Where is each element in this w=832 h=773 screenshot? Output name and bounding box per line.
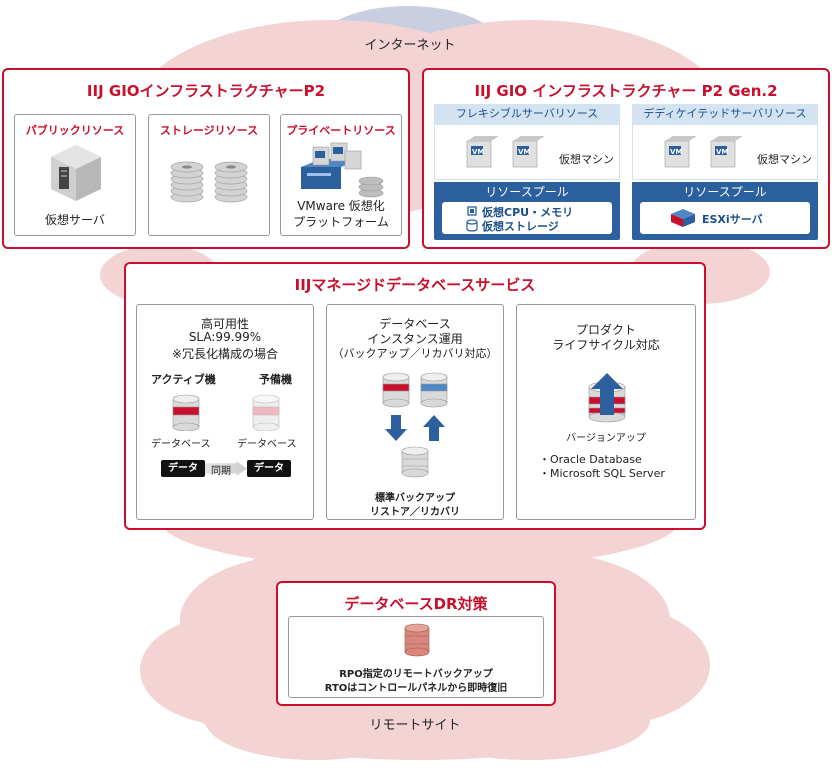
standby-db-icon (252, 394, 280, 431)
dr-line2: RTOはコントロールパネルから即時復旧 (324, 683, 508, 694)
dedicated-vm-area: VM VM 仮想マシン (632, 124, 818, 180)
dedicated-resource-title: デディケイテッドサーバリソース (632, 104, 818, 124)
gen2-panel: IIJ GIO インフラストラクチャー P2 Gen.2 フレキシブルサーバリソ… (422, 68, 830, 249)
active-label: アクティブ機 (151, 373, 216, 386)
vm-badge-2: VM (518, 148, 531, 156)
private-resource-card: プライベートリソース VMware 仮想化 プラットフォーム (280, 114, 402, 236)
lifecycle-line1: プロダクト (575, 323, 636, 337)
db-left-label: データベース (151, 439, 211, 450)
data-tag-right: データ (247, 460, 291, 477)
ops-line2: インスタンス運用 (367, 332, 463, 346)
dedicated-vm-label: 仮想マシン (757, 153, 812, 166)
pool-left-item1: 仮想CPU・メモリ (482, 206, 574, 219)
ha-line2: SLA:99.99% (188, 330, 262, 344)
server-icon (51, 145, 101, 201)
sync-arrow (205, 461, 247, 476)
pool-left-item2: 仮想ストレージ (482, 220, 559, 233)
flexible-resource-title: フレキシブルサーバリソース (434, 104, 620, 124)
private-caption-line1: VMware 仮想化 (297, 199, 385, 213)
storage-resource-card: ストレージリソース (148, 114, 270, 236)
private-resource-title: プライベートリソース (286, 124, 396, 137)
managed-db-panel: IIJマネージドデータベースサービス 高可用性 SLA:99.99% ※冗長化構… (124, 262, 706, 530)
dr-title: データベースDR対策 (344, 595, 488, 613)
lifecycle-line2: ライフサイクル対応 (552, 338, 660, 352)
ops-line3: （バックアップ／リカバリ対応） (332, 347, 498, 360)
db-right-label: データベース (237, 439, 297, 450)
p2-panel: IIJ GIOインフラストラクチャーP2 パブリックリソース 仮想サーバ ストレ… (2, 68, 410, 249)
ops-card: データベース インスタンス運用 （バックアップ／リカバリ対応） (326, 304, 504, 520)
ops-bottom1: 標準バックアップ (375, 493, 455, 504)
ha-line1: 高可用性 (200, 317, 249, 331)
ha-card: 高可用性 SLA:99.99% ※冗長化構成の場合 アクティブ機 予備機 データ… (136, 304, 314, 520)
flexible-vm-label: 仮想マシン (559, 153, 614, 166)
pool-right-item1: ESXiサーバ (702, 213, 763, 226)
resource-pool-right: リソースプール ESXiサーバ (632, 182, 818, 240)
resource-pool-right-title: リソースプール (683, 185, 767, 199)
standby-label: 予備機 (259, 373, 292, 386)
sync-label: 同期 (211, 466, 231, 477)
private-caption-line2: プラットフォーム (293, 215, 389, 229)
lifecycle-caption: バージョンアップ (566, 433, 646, 444)
vm-cubes-icon-2 (664, 136, 743, 168)
data-tag-left: データ (161, 460, 205, 477)
managed-db-title: IIJマネージドデータベースサービス (294, 276, 536, 294)
vm-badge-4: VM (716, 148, 729, 156)
ops-bottom2: リストア／リカバリ (370, 507, 460, 518)
remote-site-label: リモートサイト (369, 718, 461, 733)
flexible-vm-area: VM VM 仮想マシン (434, 124, 620, 180)
disk-stack-icon (170, 161, 248, 203)
active-db-icon (172, 394, 200, 431)
p2-title: IIJ GIOインフラストラクチャーP2 (86, 82, 326, 100)
public-resource-title: パブリックリソース (25, 124, 125, 137)
cpu-icon (467, 206, 477, 216)
vmware-platform-icon (301, 142, 384, 198)
dr-card: RPO指定のリモートバックアップ RTOはコントロールパネルから即時復旧 (288, 616, 544, 698)
vm-badge-3: VM (670, 148, 683, 156)
resource-pool-left: リソースプール 仮想CPU・メモリ 仮想ストレージ (434, 182, 620, 240)
vm-badge-1: VM (472, 148, 485, 156)
lifecycle-card: プロダクト ライフサイクル対応 バージョンアップ ・Oracle Databas… (516, 304, 696, 520)
esxi-server-icon (671, 209, 695, 227)
ha-line3: ※冗長化構成の場合 (171, 347, 279, 361)
dr-line1: RPO指定のリモートバックアップ (339, 669, 493, 680)
version-up-icon (588, 373, 626, 423)
storage-small-icon (466, 219, 478, 232)
lifecycle-item1: ・Oracle Database (539, 453, 642, 466)
backup-restore-icon (382, 372, 448, 478)
ops-line1: データベース (379, 317, 451, 331)
internet-label: インターネット (364, 38, 456, 53)
remote-db-icon (404, 623, 430, 657)
vm-cubes-icon (466, 136, 545, 168)
public-resource-caption: 仮想サーバ (45, 213, 105, 227)
resource-pool-left-title: リソースプール (485, 185, 569, 199)
gen2-title: IIJ GIO インフラストラクチャー P2 Gen.2 (474, 82, 778, 100)
storage-resource-title: ストレージリソース (159, 124, 259, 137)
dr-panel: データベースDR対策 RPO指定のリモートバックアップ RTOはコントロールパネ… (276, 581, 556, 706)
lifecycle-item2: ・Microsoft SQL Server (539, 467, 665, 480)
resource-pool-right-items: ESXiサーバ (640, 202, 810, 234)
public-resource-card: パブリックリソース 仮想サーバ (14, 114, 136, 236)
resource-pool-left-items: 仮想CPU・メモリ 仮想ストレージ (442, 202, 612, 234)
